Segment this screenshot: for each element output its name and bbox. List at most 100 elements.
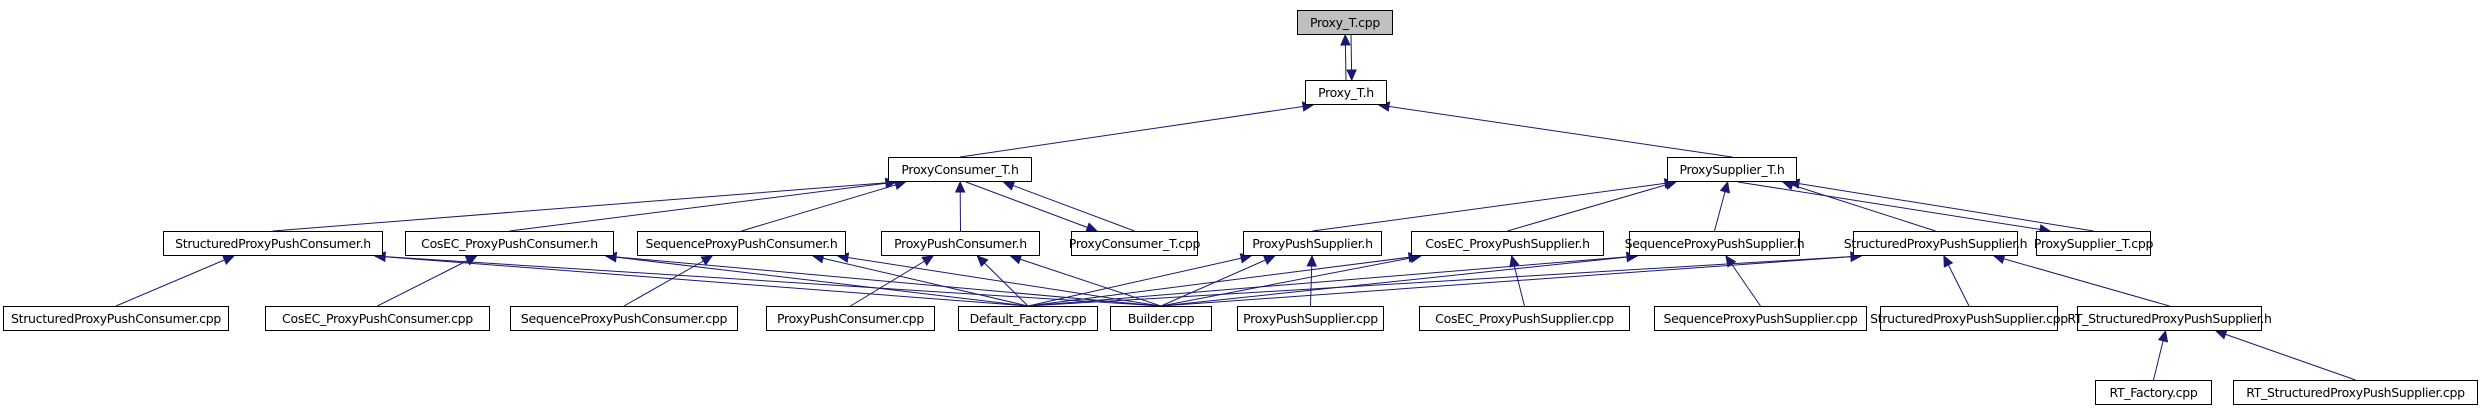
arrowhead-icon [2157, 329, 2169, 343]
arrowhead-icon [464, 255, 478, 266]
node-proxy-t-cpp[interactable]: Proxy_T.cpp [1297, 10, 1393, 35]
arrowhead-icon [1262, 255, 1276, 266]
node-cosec-proxypushsupplier-h[interactable]: CosEC_ProxyPushSupplier.h [1411, 231, 1604, 256]
node-structuredproxypushsupplier-h[interactable]: StructuredProxyPushSupplier.h [1844, 231, 2028, 256]
node-default-factory-cpp[interactable]: Default_Factory.cpp [958, 306, 1098, 331]
edge-sequenceproxypushconsumer_cpp-to-sequenceproxypushconsumer_h [623, 255, 714, 307]
node-proxypushconsumer-cpp[interactable]: ProxyPushConsumer.cpp [766, 306, 935, 331]
edge-proxy_t_h-to-proxy_t_cpp [1340, 33, 1351, 81]
node-sequenceproxypushsupplier-h[interactable]: SequenceProxyPushSupplier.h [1625, 231, 1805, 256]
edge-line [1160, 255, 1275, 307]
node-proxypushsupplier-cpp[interactable]: ProxyPushSupplier.cpp [1237, 306, 1384, 331]
edge-proxy_t_cpp-to-proxy_t_h [1346, 34, 1357, 82]
edge-default_factory_cpp-to-proxypushconsumer_h [976, 255, 1029, 307]
edge-line [977, 255, 1029, 307]
edge-proxypushconsumer_cpp-to-proxypushconsumer_h [850, 255, 935, 307]
arrowhead-icon [1306, 254, 1317, 267]
node-rt-structuredproxypushsupplier-h[interactable]: RT_StructuredProxyPushSupplier.h [2067, 306, 2272, 331]
node-structuredproxypushconsumer-h[interactable]: StructuredProxyPushConsumer.h [163, 231, 383, 256]
edge-line [509, 181, 897, 232]
node-proxysupplier-t-cpp[interactable]: ProxySupplier_T.cpp [2034, 231, 2153, 256]
node-proxyconsumer-t-h[interactable]: ProxyConsumer_T.h [888, 157, 1032, 182]
node-proxyconsumer-t-cpp[interactable]: ProxyConsumer_T.cpp [1069, 231, 1201, 256]
edge-builder_cpp-to-cosec_proxypushconsumer_h [604, 251, 1162, 307]
edge-line [1027, 255, 1420, 307]
edge-line [1993, 255, 2170, 307]
edge-proxysupplier_t_h-to-proxy_t_h [1377, 101, 1733, 158]
arrowhead-icon [1943, 254, 1954, 268]
edge-line [850, 255, 934, 307]
node-sequenceproxypushsupplier-cpp[interactable]: SequenceProxyPushSupplier.cpp [1654, 306, 1867, 331]
arrowhead-icon [1509, 254, 1520, 268]
edge-line [605, 255, 1162, 307]
edge-line [374, 255, 1029, 307]
edge-default_factory_cpp-to-sequenceproxypushsupplier_h [1027, 251, 1639, 307]
node-sequenceproxypushconsumer-cpp[interactable]: SequenceProxyPushConsumer.cpp [510, 306, 738, 331]
edge-builder_cpp-to-proxypushconsumer_h [1009, 254, 1162, 307]
node-cosec-proxypushsupplier-cpp[interactable]: CosEC_ProxyPushSupplier.cpp [1419, 306, 1630, 331]
edge-proxypushsupplier_h-to-proxysupplier_t_h [1312, 178, 1677, 232]
edge-rt_structuredproxypushsupplier_h-to-structuredproxypushsupplier_h [1992, 253, 2170, 307]
edge-proxysupplier_t_h-to-proxysupplier_t_cpp [1737, 181, 2052, 235]
edge-line [623, 255, 713, 307]
edge-line [1782, 181, 1936, 232]
node-rt-structuredproxypushsupplier-cpp[interactable]: RT_StructuredProxyPushSupplier.cpp [2233, 380, 2478, 405]
edge-line [605, 255, 1029, 307]
arrowhead-icon [1346, 69, 1357, 82]
edge-line [272, 181, 897, 232]
node-cosec-proxypushconsumer-cpp[interactable]: CosEC_ProxyPushConsumer.cpp [265, 306, 490, 331]
edge-proxypushconsumer_h-to-proxyconsumer_t_h [954, 180, 966, 232]
edge-line [374, 255, 1162, 307]
edge-proxyconsumer_t_h-to-proxy_t_h [959, 101, 1315, 158]
node-proxypushconsumer-h[interactable]: ProxyPushConsumer.h [881, 231, 1040, 256]
edge-line [813, 255, 1029, 307]
edge-line [1027, 255, 1862, 307]
node-structuredproxypushconsumer-cpp[interactable]: StructuredProxyPushConsumer.cpp [3, 306, 229, 331]
edge-builder_cpp-to-sequenceproxypushconsumer_h [836, 252, 1162, 307]
edge-line [1788, 181, 2094, 232]
node-proxypushsupplier-h[interactable]: ProxyPushSupplier.h [1243, 231, 1382, 256]
node-builder-cpp[interactable]: Builder.cpp [1110, 306, 1212, 331]
edge-line [1160, 255, 1862, 307]
arrowhead-icon [1002, 180, 1016, 191]
node-proxy-t-h[interactable]: Proxy_T.h [1305, 80, 1387, 105]
edge-structuredproxypushsupplier_h-to-proxysupplier_t_h [1781, 180, 1936, 232]
edge-default_factory_cpp-to-proxypushsupplier_h [1027, 253, 1253, 307]
node-cosec-proxypushconsumer-h[interactable]: CosEC_ProxyPushConsumer.h [405, 231, 614, 256]
edge-line [1507, 181, 1677, 232]
edge-default_factory_cpp-to-cosec_proxypushsupplier_h [1027, 252, 1421, 307]
node-proxysupplier-t-h[interactable]: ProxySupplier_T.h [1667, 157, 1797, 182]
edge-line [741, 181, 906, 232]
edge-cosec_proxypushsupplier_cpp-to-cosec_proxypushsupplier_h [1509, 254, 1525, 307]
edge-line [115, 255, 234, 307]
node-structuredproxypushsupplier-cpp[interactable]: StructuredProxyPushSupplier.cpp [1870, 306, 2068, 331]
edge-builder_cpp-to-cosec_proxypushsupplier_h [1160, 252, 1423, 307]
edge-proxysupplier_t_cpp-to-proxysupplier_t_h [1787, 178, 2094, 232]
node-rt-factory-cpp[interactable]: RT_Factory.cpp [2095, 380, 2212, 405]
arrowhead-icon [1009, 254, 1023, 265]
edge-structuredproxypushconsumer_h-to-proxyconsumer_t_h [272, 177, 898, 232]
edge-line [1737, 181, 2051, 232]
edge-builder_cpp-to-structuredproxypushconsumer_h [373, 251, 1162, 307]
arrowhead-icon [700, 255, 714, 266]
arrowhead-icon [921, 255, 935, 266]
edge-structuredproxypushconsumer_cpp-to-structuredproxypushconsumer_h [115, 255, 235, 307]
edge-line [1003, 181, 1135, 232]
edge-rt_structuredproxypushsupplier_cpp-to-rt_structuredproxypushsupplier_h [2214, 329, 2356, 381]
edge-line [1160, 255, 1638, 307]
edge-proxyconsumer_t_cpp-to-proxyconsumer_t_h [1002, 180, 1135, 232]
edge-cosec_proxypushsupplier_h-to-proxysupplier_t_h [1507, 179, 1678, 232]
edge-line [1160, 255, 1421, 307]
arrowhead-icon [1719, 180, 1731, 194]
edge-line [1027, 255, 1638, 307]
edge-default_factory_cpp-to-structuredproxypushsupplier_h [1027, 251, 1863, 307]
edge-line [837, 255, 1162, 307]
edge-rt_factory_cpp-to-rt_structuredproxypushsupplier_h [2153, 329, 2169, 381]
edge-line [965, 181, 1098, 232]
edge-structuredproxypushsupplier_cpp-to-structuredproxypushsupplier_h [1943, 254, 1970, 307]
edge-line [959, 104, 1314, 158]
edge-proxyconsumer_t_h-to-proxyconsumer_t_cpp [965, 181, 1099, 233]
node-sequenceproxypushconsumer-h[interactable]: SequenceProxyPushConsumer.h [637, 231, 846, 256]
edge-sequenceproxypushsupplier_h-to-proxysupplier_t_h [1714, 180, 1731, 232]
